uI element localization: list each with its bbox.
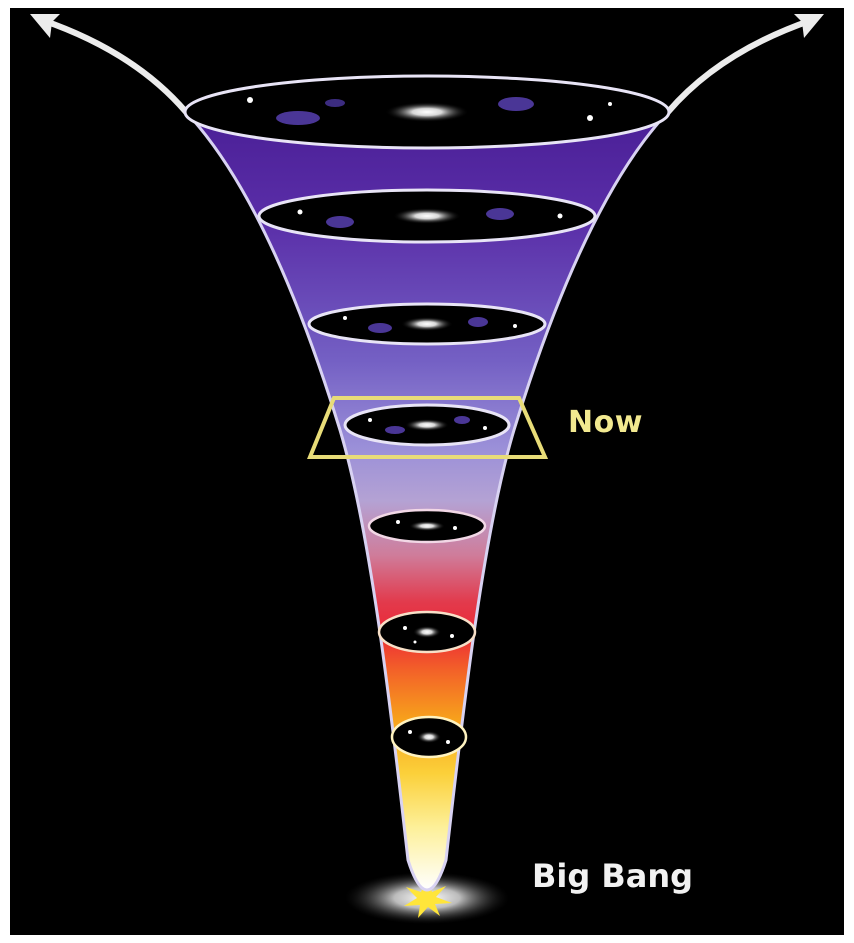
universe-slice-now (345, 405, 509, 445)
universe-slice-1 (185, 76, 669, 148)
universe-slice-3 (309, 304, 545, 344)
big-bang-label: Big Bang (532, 857, 693, 895)
universe-slice-7 (392, 717, 466, 757)
universe-slice-5 (369, 510, 485, 542)
universe-slice-6 (379, 612, 475, 652)
universe-slice-2 (259, 190, 595, 242)
now-label: Now (568, 405, 643, 440)
